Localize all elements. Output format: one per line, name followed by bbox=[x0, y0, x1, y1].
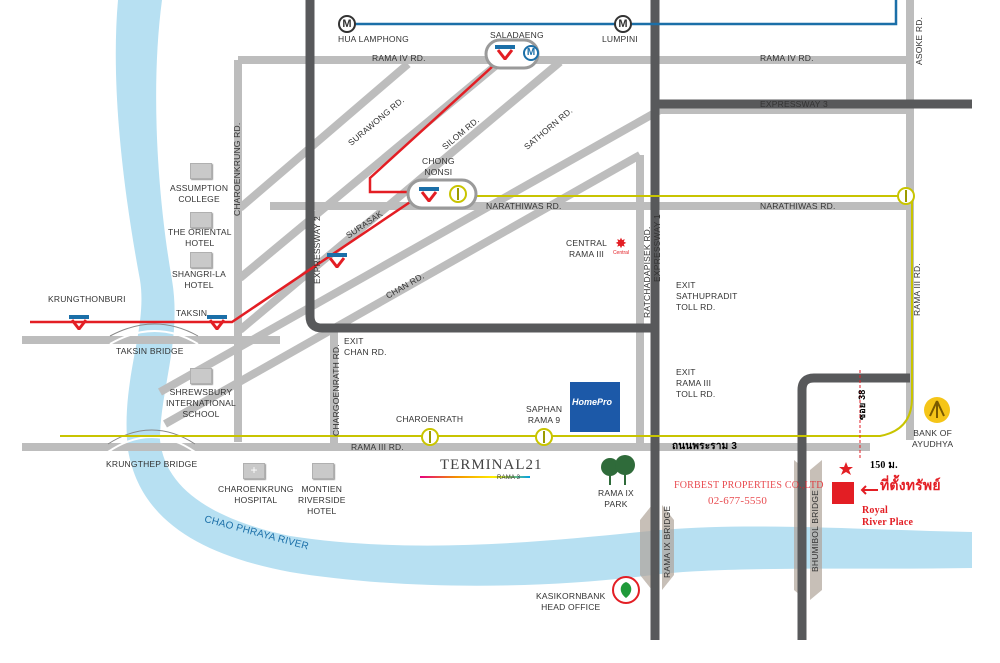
bts-icon bbox=[327, 253, 347, 268]
place-shrewsbury-school: SHREWSBURY INTERNATIONAL SCHOOL bbox=[166, 387, 236, 419]
bridge-deck-outlines bbox=[107, 323, 199, 445]
place-rama9-park: RAMA IX PARK bbox=[598, 488, 634, 509]
star-icon bbox=[839, 462, 853, 475]
agency-phone: 02-677-5550 bbox=[708, 495, 768, 507]
terminal21-logo: TERMINAL21 bbox=[440, 457, 543, 473]
mrt-line bbox=[346, 0, 898, 26]
bts-icon bbox=[69, 315, 89, 330]
place-bank-ayudhya: BANK OF AYUDHYA bbox=[912, 428, 954, 449]
station-saphan-rama9: SAPHAN RAMA 9 bbox=[526, 404, 563, 425]
exit-rama3: EXIT RAMA III TOLL RD. bbox=[676, 367, 716, 399]
building-icon bbox=[190, 212, 212, 228]
station-saladaeng: SALADAENG bbox=[490, 30, 544, 40]
road-rama4-left: RAMA IV RD. bbox=[372, 53, 426, 63]
bts-icon bbox=[495, 45, 515, 60]
expressways bbox=[305, 0, 972, 640]
building-icon bbox=[190, 368, 212, 384]
place-assumption-college: ASSUMPTION COLLEGE bbox=[170, 183, 229, 204]
chan-road bbox=[158, 106, 662, 396]
road-rama3-vertical: RAMA III RD. bbox=[912, 263, 922, 316]
bridge-krungthep: KRUNGTHEP BRIDGE bbox=[106, 459, 198, 469]
arrow-icon bbox=[860, 485, 878, 495]
road-soi38: ซอย 38 bbox=[857, 389, 867, 421]
building-icon bbox=[190, 252, 212, 268]
chao-phraya-river bbox=[115, 0, 972, 586]
station-charoenrath: CHAROENRATH bbox=[396, 414, 464, 424]
bridge-bhumibol: BHUMIBOL BRIDGE bbox=[810, 489, 820, 572]
road-charoenkrung: CHAROENKRUNG RD. bbox=[232, 122, 242, 216]
road-expressway3: EXPRESSWAY 3 bbox=[760, 99, 828, 109]
project-name: Royal River Place bbox=[862, 505, 914, 528]
station-chong-nonsi: CHONG NONSI bbox=[422, 156, 455, 177]
bridge-taksin: TAKSIN BRIDGE bbox=[116, 346, 184, 356]
station-lumpini: LUMPINI bbox=[602, 34, 638, 44]
expressway-2 bbox=[305, 0, 656, 333]
exit-chan-road: EXIT CHAN RD. bbox=[344, 336, 387, 357]
place-kasikorn-head-office: KASIKORNBANK HEAD OFFICE bbox=[536, 591, 606, 612]
tree-icon bbox=[601, 455, 635, 485]
place-central-rama3: CENTRAL RAMA III bbox=[566, 238, 608, 259]
road-narathiwas-left: NARATHIWAS RD. bbox=[486, 201, 562, 211]
hospital-icon: + bbox=[243, 463, 265, 479]
bridge-rama9: RAMA IX BRIDGE bbox=[662, 505, 672, 578]
road-rama3-thai: ถนนพระราม 3 bbox=[672, 441, 738, 452]
brt-line bbox=[60, 195, 913, 437]
roads bbox=[22, 0, 914, 451]
central-logo-icon: ✸Central bbox=[612, 235, 630, 256]
road-expressway1: EXPRESSWAY 1 bbox=[652, 214, 662, 282]
place-shangrila-hotel: SHANGRI-LA HOTEL bbox=[172, 269, 226, 290]
mrt-icon: M bbox=[614, 15, 632, 33]
road-chargoenrath: CHARGOENRATH RD. bbox=[331, 344, 341, 436]
mrt-icon: M bbox=[338, 15, 356, 33]
building-icon bbox=[312, 463, 334, 479]
project-site-marker[interactable] bbox=[832, 482, 854, 504]
agency-name: FORBEST PROPERTIES CO.,LTD bbox=[674, 480, 824, 491]
chan-road-2 bbox=[163, 151, 642, 428]
sathorn-road bbox=[237, 58, 563, 334]
bank-ayudhya-logo-icon bbox=[924, 397, 950, 423]
bts-icon bbox=[207, 315, 227, 330]
surawong-road bbox=[237, 60, 411, 212]
terminal21-logo-bar bbox=[420, 476, 530, 478]
building-icon bbox=[190, 163, 212, 179]
place-oriental-hotel: THE ORIENTAL HOTEL bbox=[168, 227, 232, 248]
project-label-thai: ที่ตั้งทรัพย์ bbox=[880, 477, 941, 493]
bhumibol-approach bbox=[797, 373, 910, 640]
station-krungthonburi: KRUNGTHONBURI bbox=[48, 294, 126, 304]
station-hua-lamphong: HUA LAMPHONG bbox=[338, 34, 409, 44]
road-asoke: ASOKE RD. bbox=[914, 16, 924, 65]
station-taksin: TAKSIN bbox=[176, 308, 208, 318]
mrt-icon: M bbox=[523, 45, 539, 61]
road-rama4-right: RAMA IV RD. bbox=[760, 53, 814, 63]
road-rama3-bottom: RAMA III RD. bbox=[351, 442, 404, 452]
project-distance: 150 ม. bbox=[870, 460, 898, 471]
place-montien-hotel: MONTIEN RIVERSIDE HOTEL bbox=[298, 484, 346, 516]
exit-sathupradit: EXIT SATHUPRADIT TOLL RD. bbox=[676, 280, 738, 312]
road-expressway2: EXPRESSWAY 2 bbox=[312, 216, 322, 284]
terminal21-sub: RAMA 3 bbox=[497, 475, 521, 481]
kasikorn-logo-icon bbox=[612, 576, 640, 604]
bts-silom-line bbox=[30, 55, 505, 324]
place-charoenkrung-hospital: CHAROENKRUNG HOSPITAL bbox=[218, 484, 294, 505]
homepro-logo: HomePro bbox=[570, 382, 620, 432]
road-narathiwas-right: NARATHIWAS RD. bbox=[760, 201, 836, 211]
bts-icon bbox=[419, 187, 439, 202]
